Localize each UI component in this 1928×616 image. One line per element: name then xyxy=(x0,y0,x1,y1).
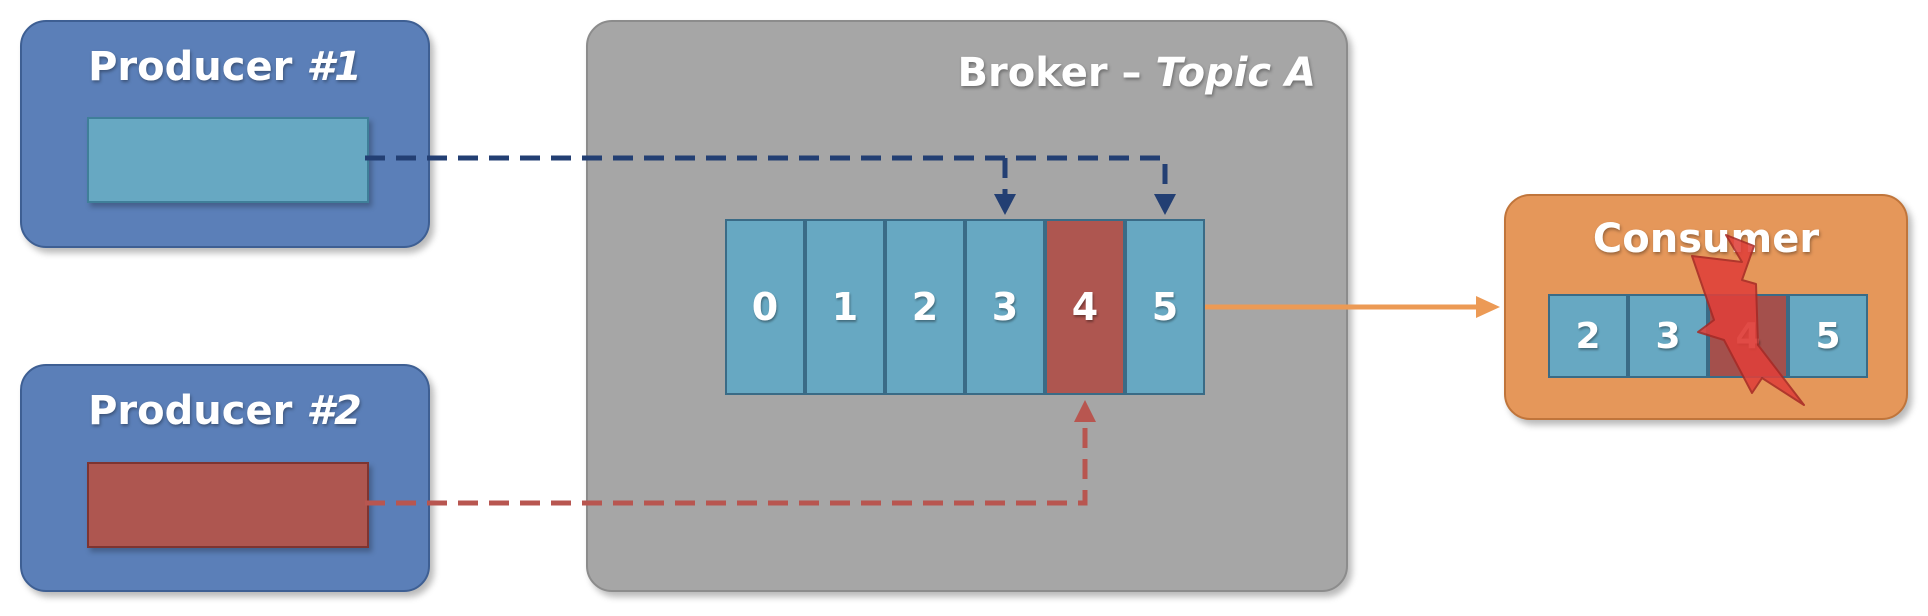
arrowhead-to-offset-5 xyxy=(1154,194,1176,215)
log-cell: 5 xyxy=(1125,219,1205,395)
log-cell: 0 xyxy=(725,219,805,395)
producer-2-title-text: Producer xyxy=(88,388,307,434)
producer-2-title-number: #2 xyxy=(306,388,362,434)
broker-title-text: Broker – xyxy=(957,50,1156,96)
log-cell: 3 xyxy=(965,219,1045,395)
consume-arrowhead xyxy=(1476,296,1500,318)
consumer-cell-offset: 3 xyxy=(1655,315,1681,357)
consumer-cell-offset: 5 xyxy=(1815,315,1841,357)
arrowhead-to-offset-3 xyxy=(994,194,1016,215)
arrowhead-to-offset-4 xyxy=(1074,400,1096,422)
consumer-title: Consumer xyxy=(1592,216,1820,262)
producer-1-path xyxy=(365,155,1168,194)
producer-1-box: Producer #1 xyxy=(20,20,430,248)
producer-1-title-number: #1 xyxy=(306,44,362,90)
log-cell-offset: 3 xyxy=(991,285,1019,329)
producer-2-path xyxy=(365,422,1088,506)
producer-2-message xyxy=(87,462,369,548)
log-cell-offset: 4 xyxy=(1071,285,1099,329)
broker-title: Broker – Topic A xyxy=(958,50,1316,96)
log-cell-offset: 0 xyxy=(751,285,779,329)
consumer-cell-offset: 2 xyxy=(1575,315,1601,357)
log-cell: 1 xyxy=(805,219,885,395)
consumer-cell: 3 xyxy=(1628,294,1708,378)
log-cell-offset: 5 xyxy=(1151,285,1179,329)
producer-2-box: Producer #2 xyxy=(20,364,430,592)
lightning-bolt-icon xyxy=(1691,234,1805,406)
producer-2-title: Producer #2 xyxy=(22,388,428,434)
producer-1-title: Producer #1 xyxy=(22,44,428,90)
log-cell: 2 xyxy=(885,219,965,395)
consumer-cell: 2 xyxy=(1548,294,1628,378)
consumer-cell: 5 xyxy=(1788,294,1868,378)
log-cell-offset: 2 xyxy=(911,285,939,329)
log-cell: 4 xyxy=(1045,219,1125,395)
broker-topic-name: Topic A xyxy=(1155,50,1316,96)
producer-1-title-text: Producer xyxy=(88,44,307,90)
log-cell-offset: 1 xyxy=(831,285,859,329)
